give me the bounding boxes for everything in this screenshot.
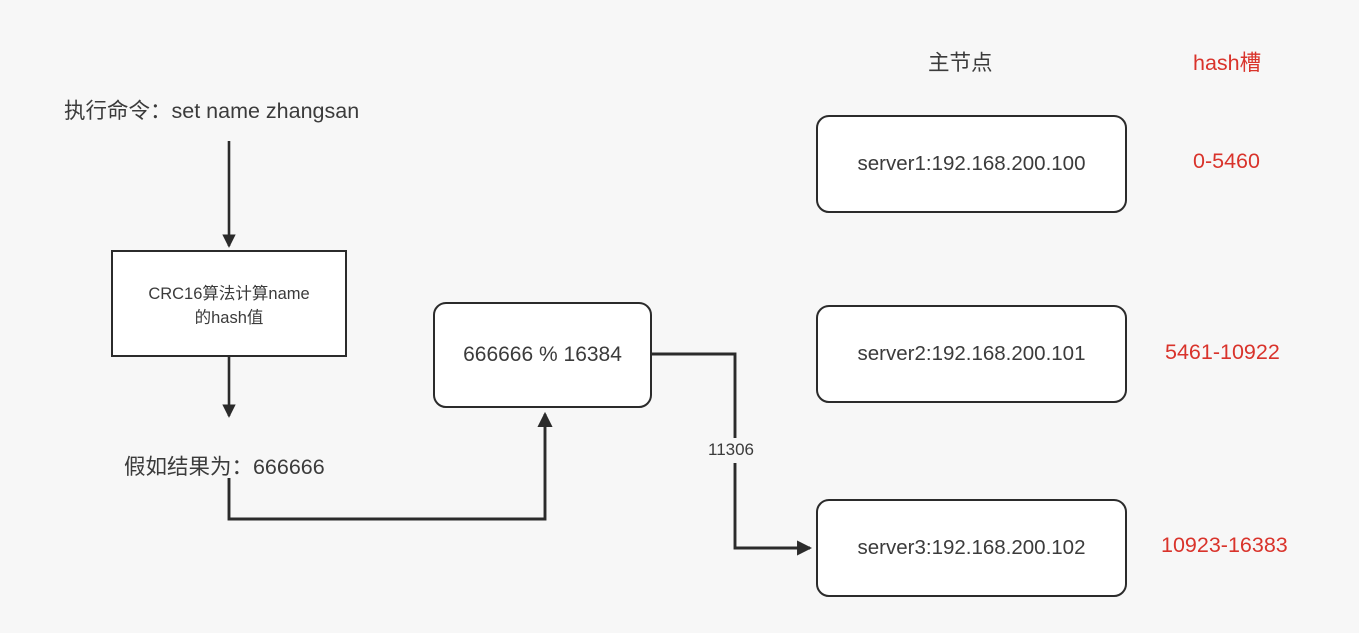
result-value: 666666 [252,455,325,480]
crc16-line-2: 的hash值 [194,308,264,327]
column-header-master-nodes: 主节点 [928,51,993,75]
server-node-1: server1:192.168.200.100 [816,115,1127,213]
column-header-hash-slot: hash槽 [1193,51,1262,75]
crc16-process-text: CRC16算法计算name 的hash值 [142,280,315,328]
hash-slot-range-3: 10923-16383 [1161,533,1288,557]
edge-label-computed-slot: 11306 [705,438,758,463]
server-node-1-label: server1:192.168.200.100 [857,152,1086,175]
crc16-line-1: CRC16算法计算name [148,284,310,303]
hash-slot-range-1: 0-5460 [1193,149,1260,173]
crc16-process-box: CRC16算法计算name 的hash值 [111,250,347,357]
result-label: 假如结果为：666666 [112,424,325,482]
edge-result-to-modulo [227,411,553,521]
modulo-expression-text: 666666 % 16384 [463,343,622,366]
server-node-2: server2:192.168.200.101 [816,305,1127,403]
command-label: 执行命令：set name zhangsan [64,99,360,123]
server-node-3: server3:192.168.200.102 [816,499,1127,597]
modulo-expression-box: 666666 % 16384 [433,302,652,408]
server-node-3-label: server3:192.168.200.102 [857,536,1086,559]
server-node-2-label: server2:192.168.200.101 [857,342,1086,365]
result-prefix: 假如结果为： [123,455,253,480]
hash-slot-range-2: 5461-10922 [1165,340,1280,364]
